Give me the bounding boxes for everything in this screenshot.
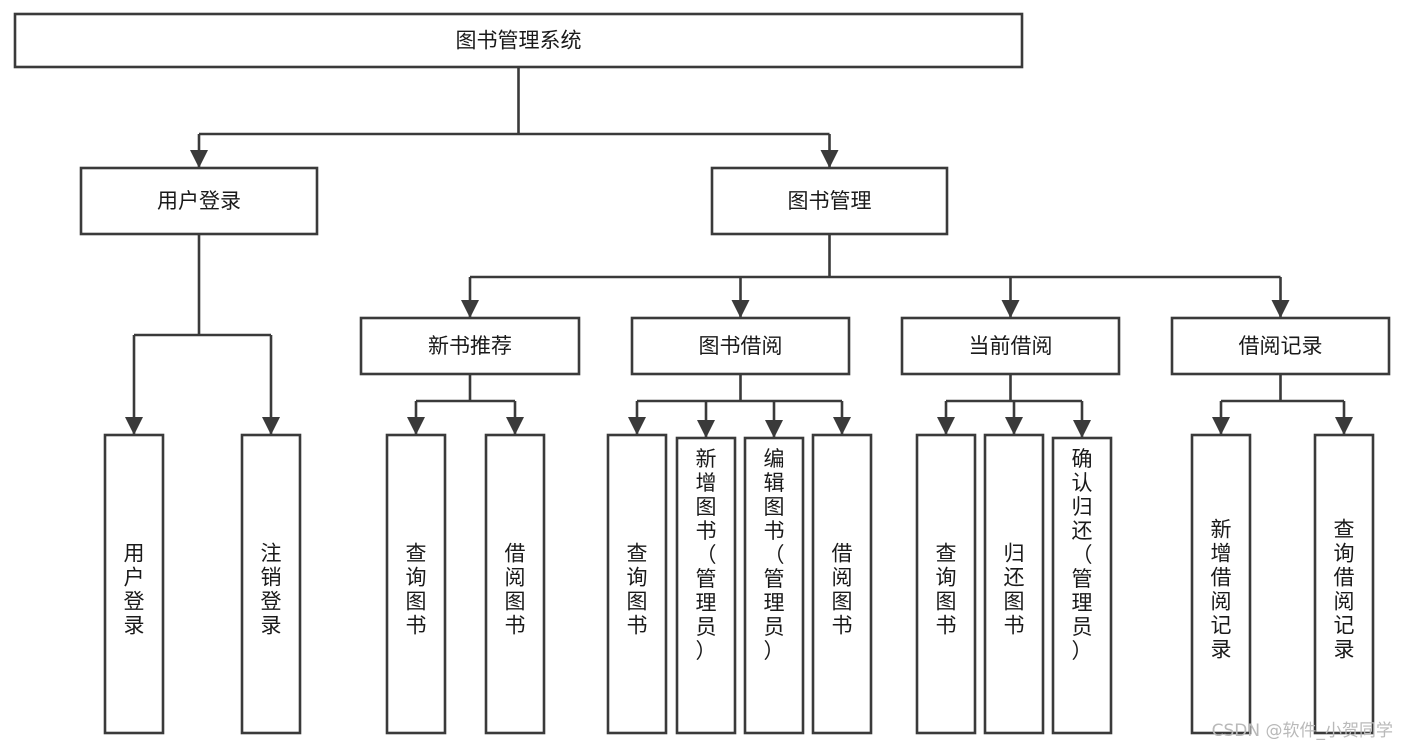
node-label-leaf-confirm-return-admin: 确认归还（管理员） — [1072, 447, 1093, 663]
node-borrow-record[interactable]: 借阅记录 — [1170, 316, 1391, 376]
node-box-borrow-record — [1170, 316, 1391, 376]
edge-arrowhead — [765, 420, 783, 438]
edge-layer — [125, 67, 1353, 438]
edge-arrowhead — [820, 150, 839, 168]
node-leaf-user-login[interactable]: 用户登录 — [103, 433, 165, 735]
node-box-user-login — [79, 166, 319, 236]
node-box-leaf-edit-book-admin — [743, 436, 805, 735]
edge-group-new-book-recommend — [407, 374, 524, 435]
node-box-leaf-confirm-return-admin — [1051, 436, 1113, 735]
node-root[interactable]: 图书管理系统 — [13, 12, 1024, 69]
node-box-leaf-borrow-book-recommend — [484, 433, 546, 735]
node-label-borrow-record: 借阅记录 — [1239, 334, 1323, 358]
node-leaf-add-borrow-record[interactable]: 新增借阅记录 — [1190, 433, 1252, 735]
node-box-current-borrow — [900, 316, 1121, 376]
node-new-book-recommend[interactable]: 新书推荐 — [359, 316, 581, 376]
node-leaf-return-book[interactable]: 归还图书 — [983, 433, 1045, 735]
edge-group-user-login — [125, 234, 280, 435]
node-label-book-management: 图书管理 — [788, 189, 872, 213]
node-box-leaf-add-borrow-record — [1190, 433, 1252, 735]
edge-arrowhead — [190, 150, 208, 168]
edge-arrowhead — [1212, 417, 1230, 435]
node-label-book-borrow: 图书借阅 — [699, 334, 783, 358]
node-box-book-management — [710, 166, 949, 236]
node-box-leaf-query-borrow-record — [1313, 433, 1375, 735]
node-box-leaf-logout-login — [240, 433, 302, 735]
node-label-current-borrow: 当前借阅 — [969, 334, 1053, 358]
node-leaf-query-borrow-record[interactable]: 查询借阅记录 — [1313, 433, 1375, 735]
node-current-borrow[interactable]: 当前借阅 — [900, 316, 1121, 376]
edge-arrowhead — [407, 417, 425, 435]
node-box-book-borrow — [630, 316, 851, 376]
edge-arrowhead — [1073, 420, 1091, 438]
edge-arrowhead — [1335, 417, 1353, 435]
edge-arrowhead — [262, 417, 280, 435]
edge-group-root — [190, 67, 839, 168]
edge-arrowhead — [628, 417, 646, 435]
edge-group-current-borrow — [937, 374, 1091, 438]
edge-arrowhead — [833, 417, 851, 435]
edge-arrowhead — [125, 417, 143, 435]
node-label-leaf-add-book-admin: 新增图书（管理员） — [696, 447, 717, 663]
node-label-leaf-add-borrow-record: 新增借阅记录 — [1211, 518, 1232, 662]
node-label-leaf-logout-login: 注销登录 — [261, 542, 282, 638]
node-book-management[interactable]: 图书管理 — [710, 166, 949, 236]
node-label-leaf-user-login: 用户登录 — [124, 542, 145, 638]
node-label-leaf-borrow-book-recommend: 借阅图书 — [505, 542, 526, 638]
edge-arrowhead — [1001, 300, 1020, 318]
edge-arrowhead — [731, 300, 750, 318]
edge-group-book-management — [461, 234, 1290, 318]
node-label-root: 图书管理系统 — [456, 29, 582, 53]
node-label-new-book-recommend: 新书推荐 — [428, 334, 512, 358]
edge-arrowhead — [1005, 417, 1023, 435]
node-leaf-edit-book-admin[interactable]: 编辑图书（管理员） — [743, 436, 805, 735]
node-label-leaf-return-book: 归还图书 — [1004, 542, 1025, 638]
node-box-leaf-borrow-book — [811, 433, 873, 735]
node-user-login[interactable]: 用户登录 — [79, 166, 319, 236]
node-label-leaf-query-book-recommend: 查询图书 — [406, 542, 427, 638]
node-leaf-query-book-recommend[interactable]: 查询图书 — [385, 433, 447, 735]
node-box-leaf-query-book-current — [915, 433, 977, 735]
node-box-new-book-recommend — [359, 316, 581, 376]
node-box-root — [13, 12, 1024, 69]
node-leaf-borrow-book-recommend[interactable]: 借阅图书 — [484, 433, 546, 735]
node-leaf-query-book-borrow[interactable]: 查询图书 — [606, 433, 668, 735]
node-label-leaf-query-borrow-record: 查询借阅记录 — [1334, 518, 1355, 662]
node-leaf-query-book-current[interactable]: 查询图书 — [915, 433, 977, 735]
edge-group-borrow-record — [1212, 374, 1353, 435]
edge-group-book-borrow — [628, 374, 851, 438]
node-layer: 图书管理系统用户登录图书管理新书推荐图书借阅当前借阅借阅记录用户登录注销登录查询… — [13, 12, 1391, 735]
edge-arrowhead — [1271, 300, 1290, 318]
node-label-leaf-query-book-borrow: 查询图书 — [627, 542, 648, 638]
node-box-leaf-query-book-recommend — [385, 433, 447, 735]
node-label-leaf-query-book-current: 查询图书 — [936, 542, 957, 638]
edge-arrowhead — [697, 420, 715, 438]
edge-arrowhead — [461, 300, 479, 318]
node-book-borrow[interactable]: 图书借阅 — [630, 316, 851, 376]
node-box-leaf-return-book — [983, 433, 1045, 735]
node-leaf-add-book-admin[interactable]: 新增图书（管理员） — [675, 436, 737, 735]
node-leaf-borrow-book[interactable]: 借阅图书 — [811, 433, 873, 735]
edge-arrowhead — [937, 417, 955, 435]
node-box-leaf-add-book-admin — [675, 436, 737, 735]
node-label-user-login: 用户登录 — [157, 189, 241, 213]
node-leaf-confirm-return-admin[interactable]: 确认归还（管理员） — [1051, 436, 1113, 735]
node-leaf-logout-login[interactable]: 注销登录 — [240, 433, 302, 735]
node-label-leaf-edit-book-admin: 编辑图书（管理员） — [764, 447, 785, 663]
csdn-watermark: CSDN @软件_小贺同学 — [1211, 721, 1393, 741]
node-box-leaf-query-book-borrow — [606, 433, 668, 735]
edge-arrowhead — [506, 417, 524, 435]
node-box-leaf-user-login — [103, 433, 165, 735]
node-label-leaf-borrow-book: 借阅图书 — [832, 542, 853, 638]
